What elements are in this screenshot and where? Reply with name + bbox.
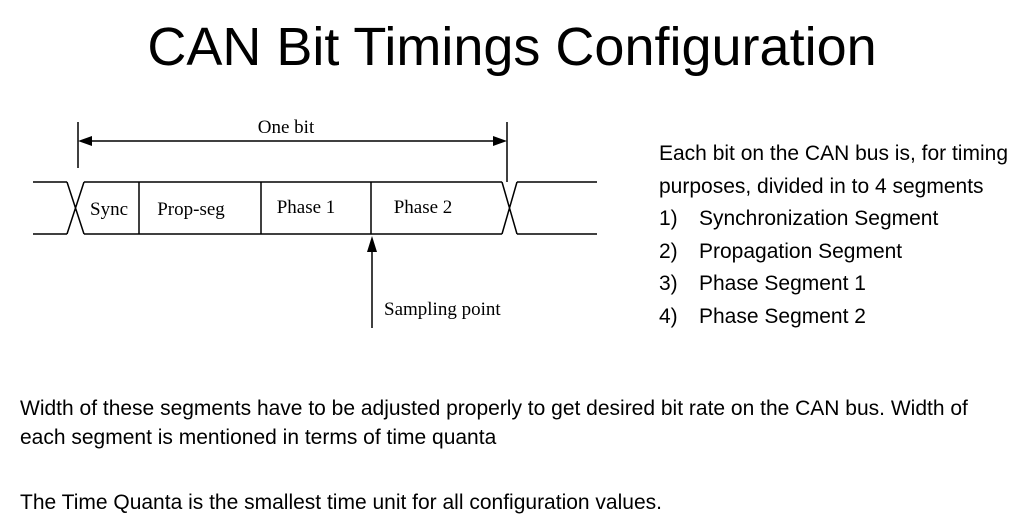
- list-item: 4) Phase Segment 2: [659, 301, 1019, 334]
- list-item-number: 4): [659, 304, 678, 328]
- list-item: 3) Phase Segment 1: [659, 268, 1019, 301]
- bit-transition-left: [66, 181, 85, 235]
- list-item-label: Phase Segment 1: [699, 272, 866, 295]
- list-item-number: 1): [659, 207, 678, 230]
- list-item-label: Phase Segment 2: [699, 304, 866, 328]
- time-quanta-paragraph: The Time Quanta is the smallest time uni…: [20, 491, 662, 514]
- list-item: 2) Propagation Segment: [659, 236, 1019, 269]
- one-bit-arrow-right-head: [493, 136, 507, 146]
- list-item-label: Synchronization Segment: [699, 207, 939, 230]
- one-bit-arrow-left-head: [78, 136, 92, 146]
- segment-label-phase-1: Phase 1: [277, 197, 336, 218]
- sampling-point-label: Sampling point: [384, 299, 501, 320]
- segment-description: Each bit on the CAN bus is, for timing p…: [659, 138, 1019, 333]
- page-title: CAN Bit Timings Configuration: [147, 17, 877, 77]
- bit-timing-diagram: One bit Sync Prop-seg Phase 1 Phase 2 Sa…: [33, 117, 597, 328]
- list-item-number: 2): [659, 239, 678, 263]
- segment-intro-text: Each bit on the CAN bus is, for timing p…: [659, 142, 1008, 198]
- segment-label-sync: Sync: [90, 199, 128, 220]
- list-item: 1) Synchronization Segment: [659, 203, 1019, 236]
- bit-transition-right: [501, 181, 518, 235]
- segment-list: 1) Synchronization Segment 2) Propagatio…: [659, 203, 1019, 333]
- list-item-label: Propagation Segment: [699, 239, 903, 263]
- list-item-number: 3): [659, 272, 678, 295]
- segment-label-prop-seg: Prop-seg: [157, 199, 225, 220]
- segment-label-phase-2: Phase 2: [394, 197, 453, 218]
- sampling-point-arrow-head: [367, 236, 377, 252]
- segment-width-paragraph: Width of these segments have to be adjus…: [20, 397, 968, 449]
- one-bit-label: One bit: [258, 117, 315, 138]
